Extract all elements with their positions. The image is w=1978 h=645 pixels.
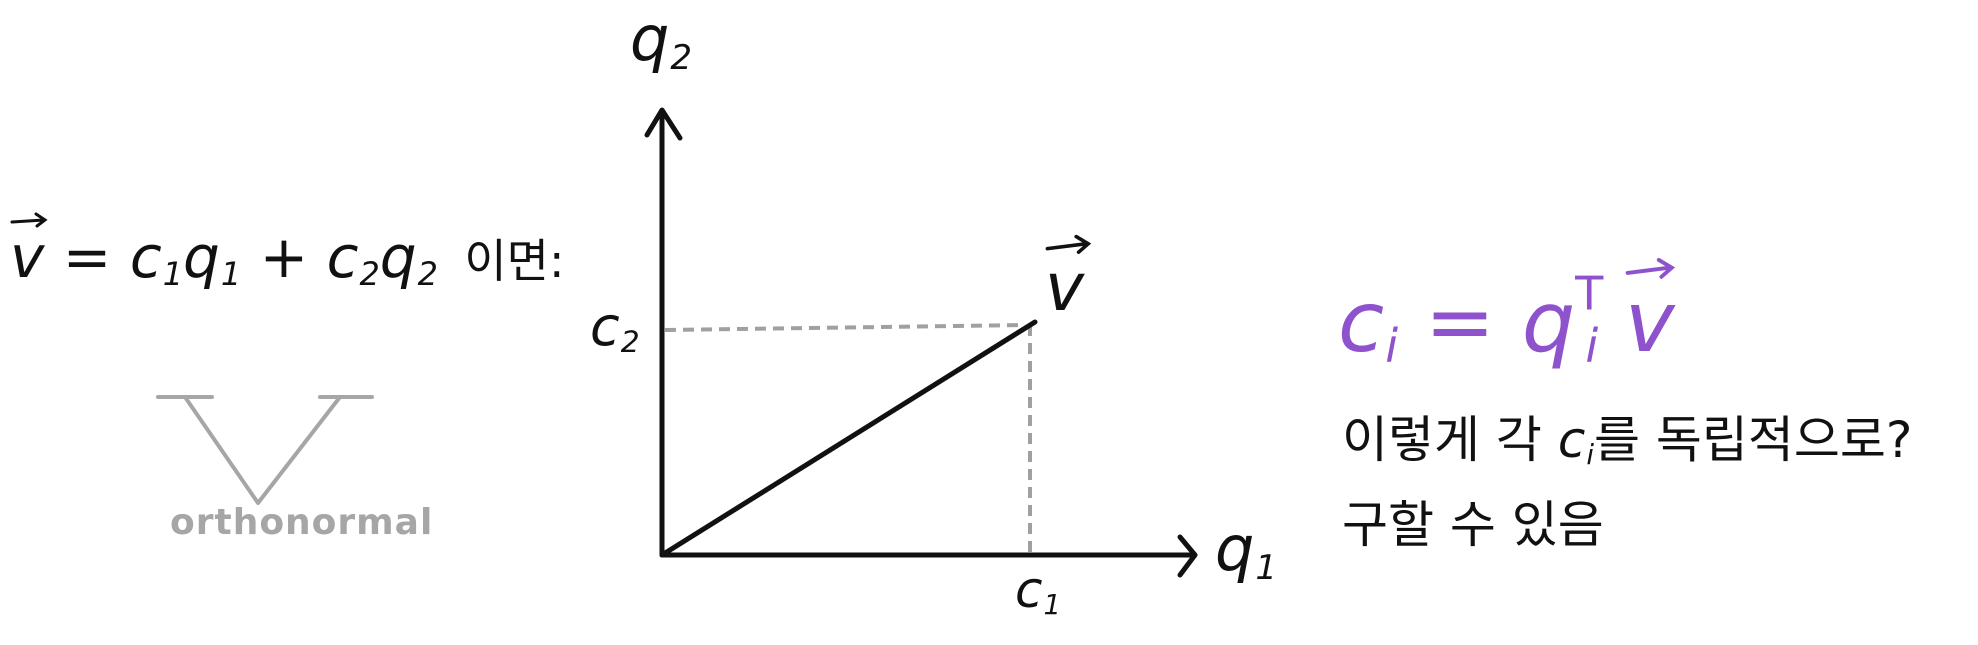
vector-label: v xyxy=(1045,234,1092,321)
c1-label: c1 xyxy=(1015,561,1061,621)
equation-suffix: 이면: xyxy=(464,234,565,288)
formula-q: qTi xyxy=(1521,266,1604,374)
c2-label: c2 xyxy=(590,295,640,361)
coef-c1: c1 xyxy=(129,223,183,293)
vector-arrow-icon xyxy=(10,212,48,228)
formula-vector-v: v xyxy=(1625,257,1676,364)
orthonormal-bracket xyxy=(156,395,374,505)
vector-line xyxy=(659,319,1038,558)
note-line-1: 이렇게 각 ci를 독립적으로? xyxy=(1342,411,1913,471)
note-line-2: 구할 수 있음 xyxy=(1342,496,1604,554)
equals-sign: = xyxy=(62,223,112,291)
orthonormal-label: orthonormal xyxy=(170,502,434,543)
vector-v: v xyxy=(10,212,48,286)
formula-c: ci xyxy=(1338,272,1399,374)
formula-equals: = xyxy=(1424,272,1496,371)
basis-q1: q1 xyxy=(183,223,242,293)
projection-formula: ci = qTi v xyxy=(1338,257,1676,374)
coef-c2: c2 xyxy=(326,223,380,293)
x-axis-label: q1 xyxy=(1215,512,1278,588)
y-axis-label: q2 xyxy=(630,2,693,78)
note-ci: ci xyxy=(1557,411,1594,471)
vector-arrow-icon xyxy=(1625,257,1676,279)
basis-q2: q2 xyxy=(379,223,438,293)
c2-projection xyxy=(664,323,1026,332)
plus-sign: + xyxy=(259,223,309,291)
left-equation: v = c1q1 + c2q2 이면: xyxy=(10,212,565,291)
x-axis-arrowhead xyxy=(1177,534,1198,578)
vector-arrow-icon xyxy=(1045,234,1092,254)
y-axis-arrowhead xyxy=(644,107,683,141)
